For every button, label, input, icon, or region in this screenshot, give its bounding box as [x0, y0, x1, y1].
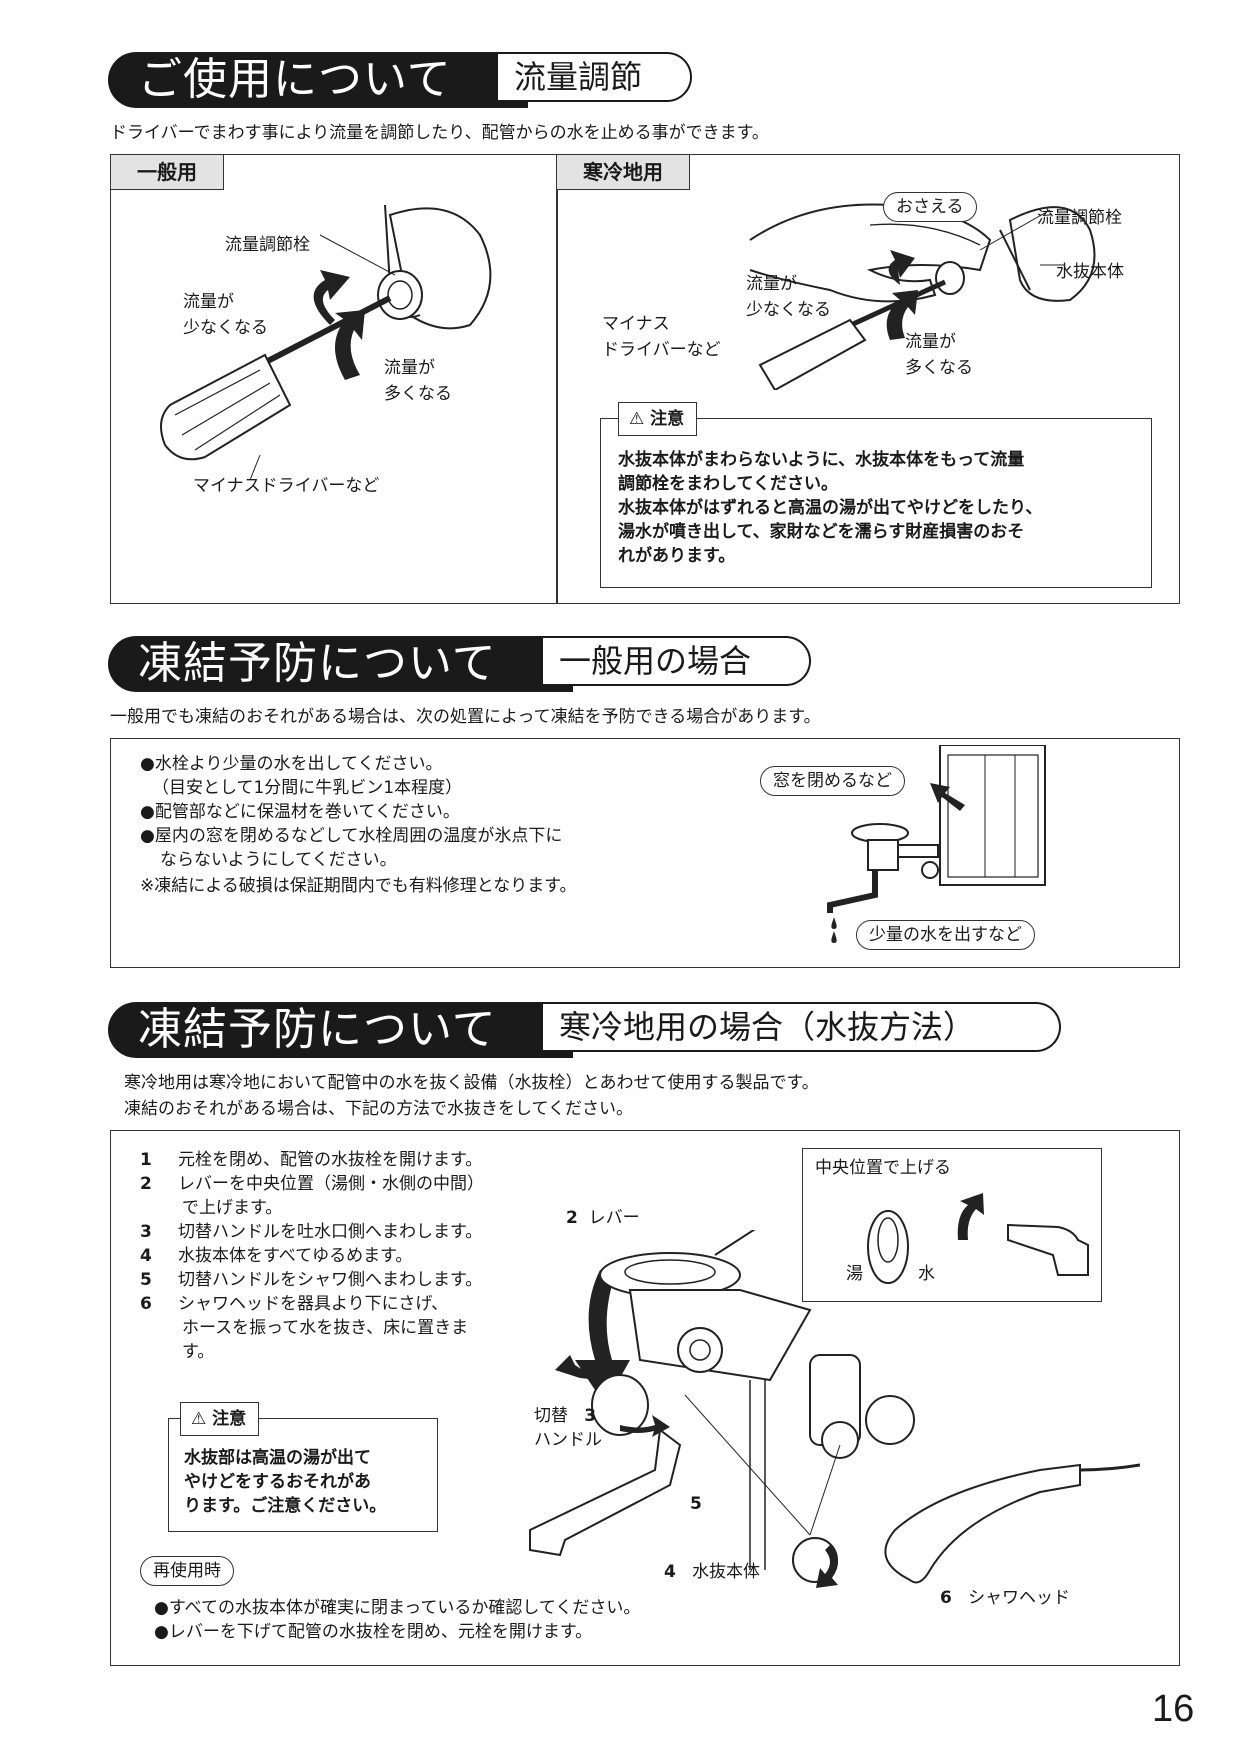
label-shower-head: 6 シャワヘッド	[940, 1588, 1071, 1608]
cold-drain-panel	[110, 1130, 1180, 1666]
cold-caution-tab-label: 注意	[650, 409, 685, 429]
general-freeze-panel	[110, 738, 1180, 968]
section2-subtitle: 一般用の場合	[543, 636, 811, 686]
drain-caution-box	[168, 1418, 438, 1532]
section1-subtitle: 流量調節	[498, 52, 692, 102]
section3-intro-1: 寒冷地用は寒冷地において配管中の水を抜く設備（水抜栓）とあわせて使用する製品です…	[124, 1073, 819, 1093]
general-label-more-1: 流量が	[384, 358, 435, 378]
section2-intro: 一般用でも凍結のおそれがある場合は、次の処置によって凍結を予防できる場合がありま…	[110, 707, 821, 727]
reuse-line: ●レバーを下げて配管の水抜栓を閉め、元栓を開けます。	[154, 1622, 593, 1642]
label-close-window: 窓を閉めるなど	[760, 766, 905, 796]
general-freeze-line: ●水栓より少量の水を出してください。	[140, 754, 443, 774]
drain-caution-tab: ⚠ 注意	[180, 1402, 260, 1436]
lever-inset-illustration	[867, 1193, 1089, 1284]
general-freeze-line: ●屋内の窓を閉めるなどして水栓周囲の温度が氷点下に	[140, 826, 563, 846]
cold-screwdriver-illustration	[749, 203, 1096, 390]
section3-intro-2: 凍結のおそれがある場合は、下記の方法で水抜きをしてください。	[124, 1099, 633, 1119]
reuse-line: ●すべての水抜本体が確実に閉まっているか確認してください。	[154, 1598, 641, 1618]
drain-caution-tab-label: 注意	[212, 1409, 247, 1429]
page-number: 16	[1152, 1688, 1195, 1730]
warning-icon: ⚠	[191, 1409, 207, 1429]
label-switch-handle-a: 切替 3	[534, 1406, 597, 1426]
label-step-5: 5	[690, 1494, 702, 1514]
drain-step: ホースを振って水を抜き、床に置きま	[182, 1318, 469, 1338]
label-switch-handle-b: ハンドル	[534, 1430, 602, 1450]
drain-step: で上げます。	[182, 1198, 283, 1218]
section3-title: 凍結予防について	[108, 1002, 573, 1058]
cold-caution-line: 水抜本体がまわらないように、水抜本体をもって流量	[618, 450, 1025, 470]
panel-divider	[556, 154, 558, 604]
label-drain-body: 4 水抜本体	[664, 1562, 761, 1582]
cold-label-more-1: 流量が	[905, 332, 956, 352]
general-freeze-line: ならないようにしてください。	[160, 850, 397, 870]
inset-title: 中央位置で上げる	[815, 1158, 951, 1178]
cold-caution-box	[600, 418, 1152, 588]
warning-icon: ⚠	[629, 409, 645, 429]
section1-title: ご使用について	[108, 52, 528, 108]
general-label-less-2: 少なくなる	[183, 318, 268, 338]
drain-caution-line: ります。ご注意ください。	[184, 1496, 387, 1516]
label-lever: 2 レバー	[566, 1208, 640, 1228]
tab-general: 一般用	[110, 154, 224, 190]
section1-intro: ドライバーでまわす事により流量を調節したり、配管からの水を止める事ができます。	[110, 123, 769, 143]
cold-label-driver-2: ドライバーなど	[602, 340, 721, 360]
general-freeze-line: （目安として1分間に牛乳ビン1本程度）	[152, 778, 463, 798]
general-label-plug: 流量調節栓	[225, 235, 310, 255]
inset-hot: 湯	[846, 1264, 863, 1284]
drain-step: す。	[182, 1342, 215, 1362]
cold-label-hold: おさえる	[883, 192, 977, 222]
cold-label-less-1: 流量が	[746, 274, 797, 294]
cold-label-body: 水抜本体	[1056, 262, 1124, 282]
inset-cold: 水	[918, 1264, 935, 1284]
faucet-drain-illustration	[529, 1230, 1140, 1588]
general-label-less-1: 流量が	[183, 292, 234, 312]
general-freeze-line: ※凍結による破損は保証期間内でも有料修理となります。	[140, 876, 577, 896]
label-run-water: 少量の水を出すなど	[856, 920, 1035, 950]
cold-caution-line: れがあります。	[618, 546, 736, 566]
cold-label-driver-1: マイナス	[602, 314, 670, 334]
drain-caution-line: やけどをするおそれがあ	[184, 1472, 371, 1492]
cold-caution-line: 湯水が噴き出して、家財などを濡らす財産損害のおそ	[618, 522, 1025, 542]
lever-center-inset	[802, 1148, 1102, 1302]
cold-caution-line: 水抜本体がはずれると高温の湯が出てやけどをしたり、	[618, 498, 1043, 518]
cold-label-plug: 流量調節栓	[1037, 208, 1122, 228]
window-faucet-illustration	[827, 745, 1046, 943]
section2-title: 凍結予防について	[108, 636, 573, 692]
reuse-tab: 再使用時	[140, 1556, 234, 1586]
cold-label-more-2: 多くなる	[905, 358, 973, 378]
general-freeze-line: ●配管部などに保温材を巻いてください。	[140, 802, 460, 822]
cold-caution-tab: ⚠ 注意	[618, 402, 698, 436]
general-label-more-2: 多くなる	[384, 384, 452, 404]
cold-label-less-2: 少なくなる	[746, 300, 831, 320]
tab-cold-region: 寒冷地用	[556, 154, 690, 190]
general-screwdriver-illustration	[160, 204, 492, 481]
section3-subtitle: 寒冷地用の場合（水抜方法）	[543, 1002, 1061, 1052]
general-label-driver: マイナスドライバーなど	[193, 476, 380, 496]
cold-caution-line: 調節栓をまわしてください。	[618, 474, 838, 494]
drain-caution-line: 水抜部は高温の湯が出て	[184, 1448, 371, 1468]
